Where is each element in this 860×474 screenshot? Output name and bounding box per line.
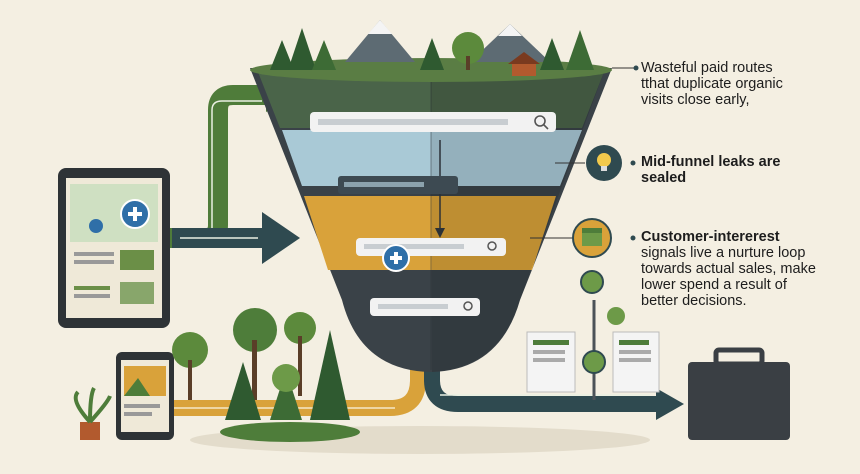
magnifier-icon (487, 241, 497, 251)
callout-mid-line: sealed (641, 170, 687, 186)
funnel-blue-band (282, 130, 582, 186)
callout-signals: Customer-intererest signals live a nurtu… (641, 229, 816, 309)
tree-cluster (172, 308, 360, 442)
callout-connector-top (612, 65, 639, 71)
cabin-icon (508, 52, 540, 76)
callout-mid-line: Mid-funnel leaks are (641, 154, 781, 170)
document-cards (526, 270, 660, 400)
briefcase-icon (688, 347, 790, 440)
search-bar-mid (356, 238, 506, 256)
search-bar-top (310, 112, 556, 132)
callout-connector-mid (555, 145, 636, 181)
funnel-panel-mid (338, 176, 458, 194)
callout-signals-line: towards actual sales, make (641, 261, 816, 277)
callout-mid: Mid-funnel leaks are sealed (641, 154, 780, 186)
add-icon-funnel (382, 244, 410, 272)
callout-top-line: visits close early, (641, 92, 750, 108)
callout-top-line: tthat duplicate organic (641, 76, 783, 92)
callout-top-line: Wasteful paid routes (641, 60, 773, 76)
magnifier-icon (534, 115, 546, 127)
plant-badge-icon (582, 350, 606, 374)
funnel-landscape (270, 20, 594, 76)
callout-signals-line: lower spend a result of (641, 277, 787, 293)
plus-circle-icon (89, 219, 103, 233)
callout-signals-line: Customer-intererest (641, 229, 780, 245)
navy-outflow-arrow (424, 342, 684, 420)
tablet-left (58, 168, 170, 328)
navy-inflow-arrow (172, 212, 300, 264)
callout-top: Wasteful paid routes tthat duplicate org… (641, 60, 783, 108)
tablet-small (116, 352, 174, 440)
callout-signals-line: signals live a nurture loop (641, 245, 806, 261)
lightbulb-icon (597, 153, 611, 167)
search-bar-bottom (370, 298, 480, 316)
magnifier-icon (463, 301, 473, 311)
callout-signals-line: better decisions. (641, 293, 747, 309)
plant-icon (73, 387, 112, 440)
callout-connector-signals (530, 218, 636, 258)
